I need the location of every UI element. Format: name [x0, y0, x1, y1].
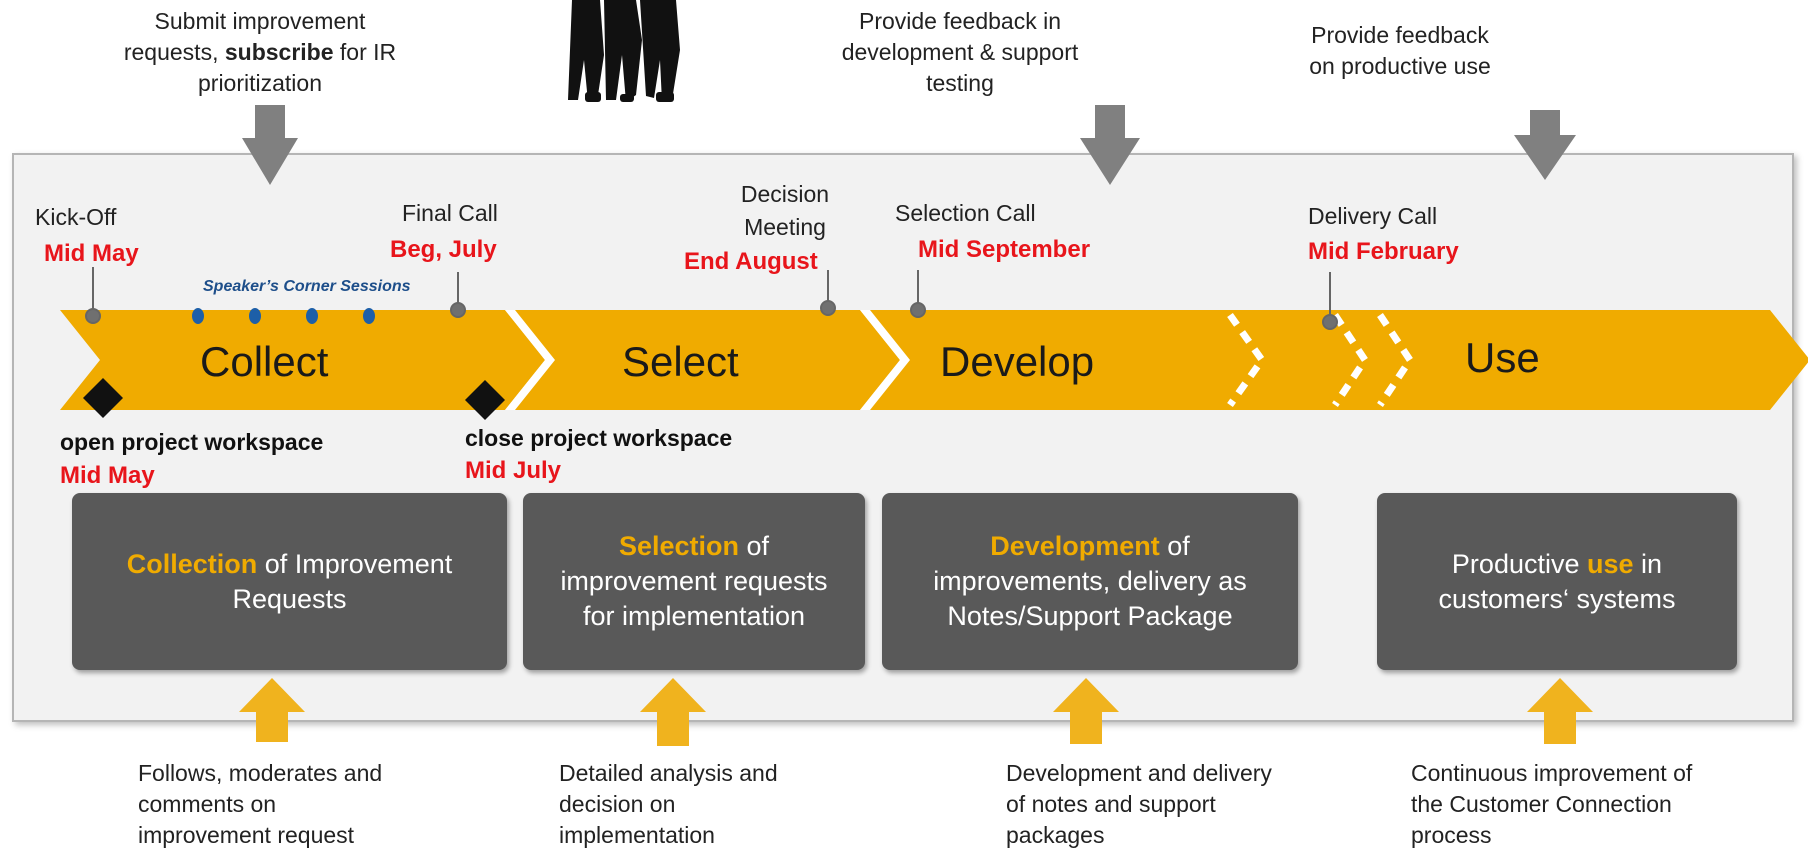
down-arrow-icon — [1080, 105, 1140, 185]
decision-label: Decision Meeting — [740, 181, 830, 240]
collection-box: Collection of Improvement Requests — [72, 493, 507, 670]
bottom-note-use: Continuous improvement of the Customer C… — [1411, 760, 1693, 848]
people-silhouette-icon — [568, 0, 680, 102]
selection-call-label: Selection Call — [895, 200, 1036, 226]
dotted-separator — [1377, 313, 1415, 407]
down-arrow-icon — [1514, 110, 1576, 180]
stage-select-label: Select — [622, 338, 739, 385]
stage-collect-label: Collect — [200, 338, 329, 385]
selection-box: Selection of improvement requests for im… — [523, 493, 865, 670]
use-box: Productive use in customers‘ systems — [1377, 493, 1737, 670]
up-arrow-icon — [1527, 678, 1593, 744]
up-arrow-icon — [640, 678, 706, 746]
decision-date: End August — [684, 248, 818, 275]
speakers-corner-label: Speaker’s Corner Sessions — [203, 278, 411, 295]
stage-develop-label: Develop — [940, 338, 1095, 385]
kickoff-label: Kick-Off — [35, 204, 117, 230]
final-call-date: Beg, July — [390, 236, 497, 263]
open-workspace-date: Mid May — [60, 462, 155, 489]
close-workspace-label: close project workspace — [465, 425, 733, 451]
dotted-separator — [1332, 313, 1370, 407]
top-note-submit: Submit improvement requests, subscribe f… — [123, 8, 397, 96]
final-call-label: Final Call — [402, 200, 498, 226]
down-arrow-icon — [242, 105, 298, 185]
stage-collect-chevron — [60, 310, 545, 410]
stage-use-label: Use — [1465, 334, 1540, 381]
open-workspace-diamond — [83, 378, 123, 418]
bottom-note-select: Detailed analysis and decision on implem… — [559, 760, 778, 848]
selection-call-date: Mid September — [918, 236, 1091, 263]
up-arrow-icon — [239, 678, 305, 742]
bottom-note-develop: Development and delivery of notes and su… — [1006, 760, 1272, 848]
dotted-separator — [1227, 312, 1267, 408]
top-note-dev-feedback: Provide feedback in development & suppor… — [841, 8, 1079, 96]
stage-select-chevron — [510, 310, 900, 410]
development-box: Development of improvements, delivery as… — [882, 493, 1298, 670]
up-arrow-icon — [1053, 678, 1119, 744]
open-workspace-label: open project workspace — [60, 429, 324, 455]
close-workspace-diamond — [465, 380, 505, 420]
stage-develop-chevron — [865, 310, 1770, 410]
kickoff-date: Mid May — [44, 240, 139, 267]
delivery-call-date: Mid February — [1308, 238, 1459, 265]
close-workspace-date: Mid July — [465, 457, 562, 484]
bottom-note-collect: Follows, moderates and comments on impro… — [138, 760, 383, 848]
top-note-use-feedback: Provide feedback on productive use — [1309, 22, 1491, 79]
delivery-call-label: Delivery Call — [1308, 203, 1438, 229]
